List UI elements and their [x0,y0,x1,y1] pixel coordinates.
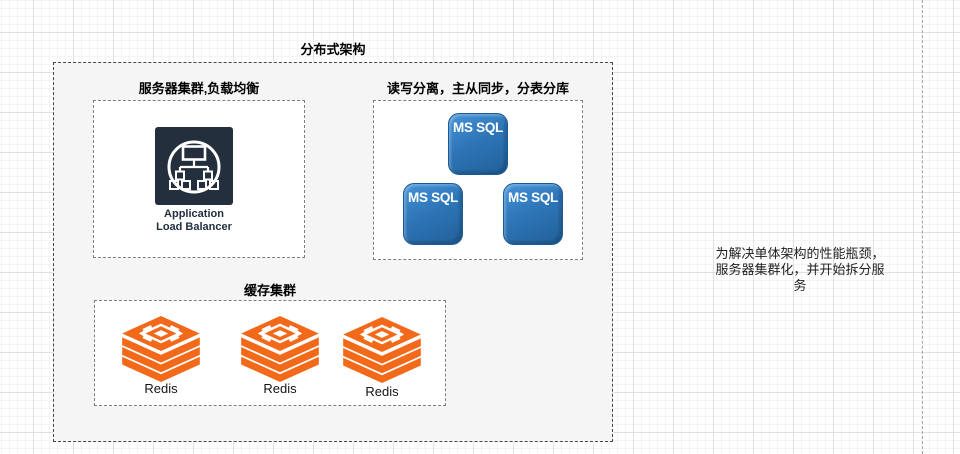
alb-label-line1: Application [164,208,224,220]
annotation-note-line1: 为解决单体架构的性能瓶颈， [715,246,885,261]
mssql-node-bottom-left[interactable]: MS SQL [403,183,463,245]
alb-node[interactable] [155,127,233,205]
database-group-label[interactable]: 读写分离，主从同步，分表分库 [386,81,569,96]
annotation-note[interactable]: 为解决单体架构的性能瓶颈， 服务器集群化，并开始拆分服 务 [680,246,920,294]
redis-stack-icon [343,317,421,383]
diagram-title[interactable]: 分布式架构 [300,42,366,57]
annotation-note-line3: 务 [793,278,807,293]
server-cluster-label[interactable]: 服务器集群,负载均衡 [138,81,260,96]
mssql-node-top[interactable]: MS SQL [448,113,508,175]
annotation-note-line2: 服务器集群化，并开始拆分服 [715,262,885,277]
redis-node-2[interactable] [240,316,320,382]
application-load-balancer-icon [167,140,221,194]
redis-node-1[interactable] [121,316,201,382]
redis-node-3[interactable] [342,317,422,383]
alb-node-label[interactable]: Application Load Balancer [134,208,254,233]
redis-node-1-label[interactable]: Redis [144,381,178,396]
redis-node-3-label[interactable]: Redis [365,384,399,399]
page-break-line [922,0,923,454]
redis-stack-icon [122,316,200,382]
redis-stack-icon [241,316,319,382]
alb-label-line2: Load Balancer [156,220,232,233]
mssql-node-bottom-right[interactable]: MS SQL [503,183,563,245]
redis-node-2-label[interactable]: Redis [263,381,297,396]
cache-group-label[interactable]: 缓存集群 [243,283,296,298]
